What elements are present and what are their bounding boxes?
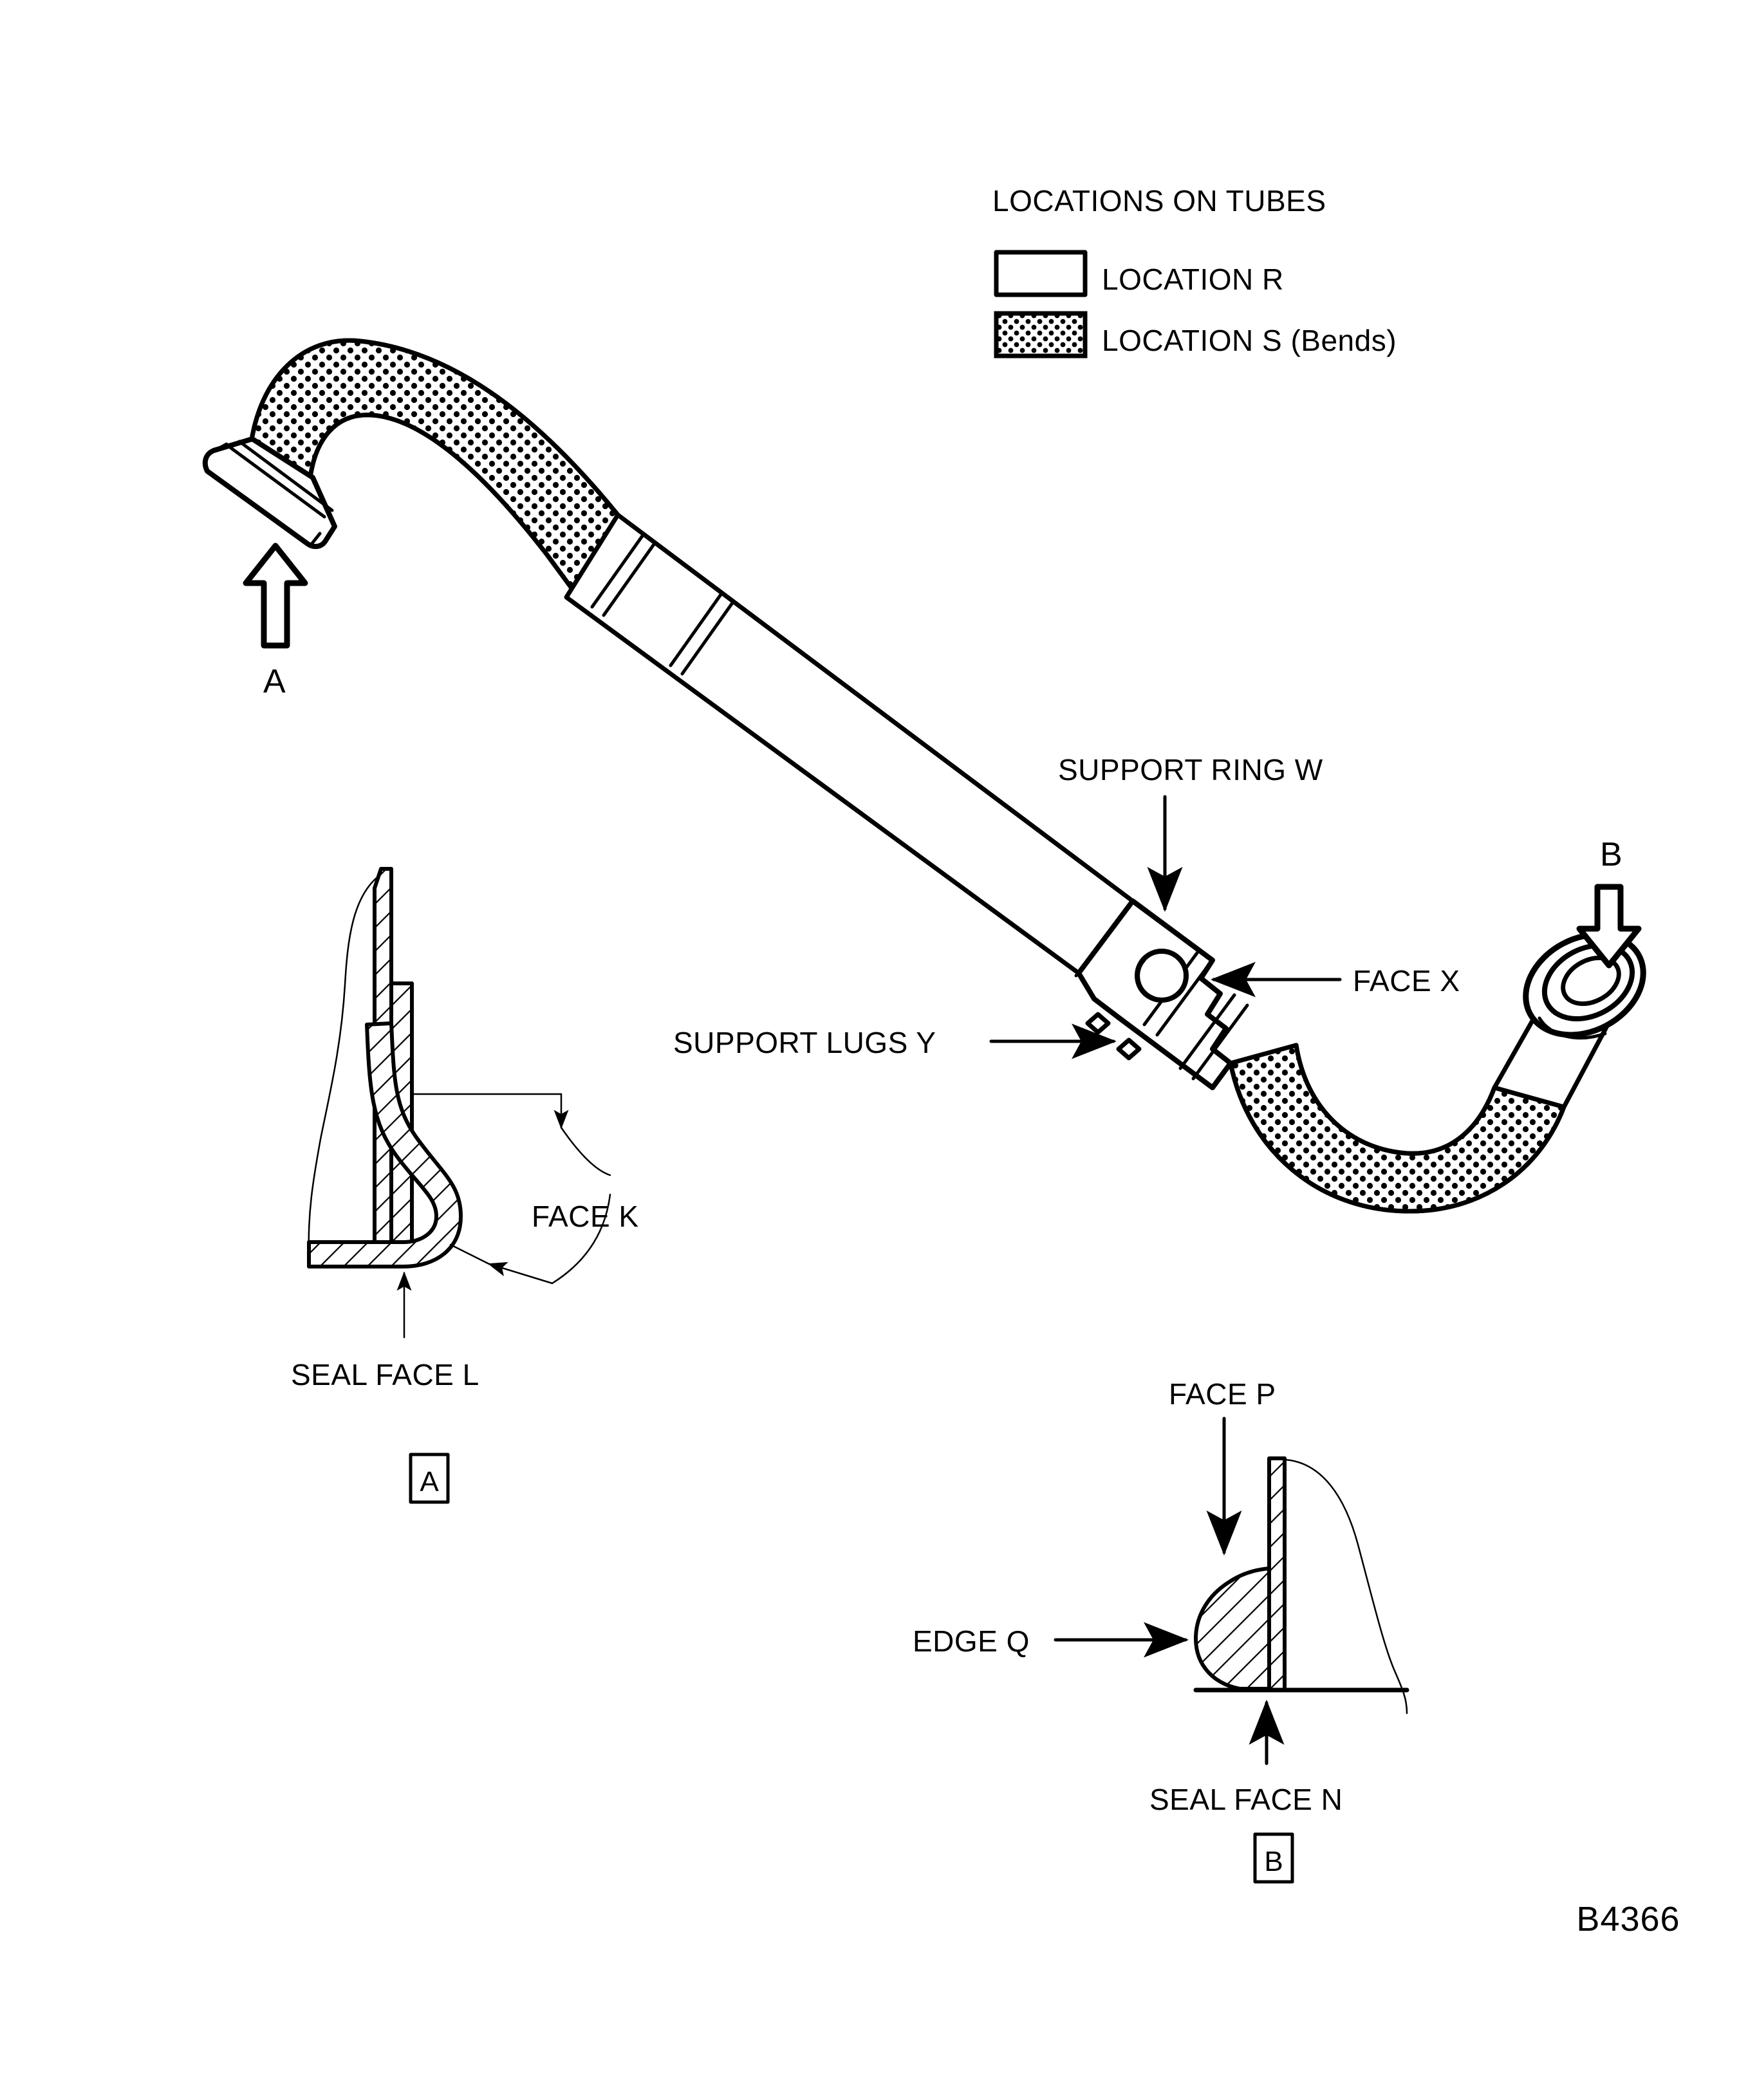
callout-label-seal-face-l: SEAL FACE L — [291, 1358, 479, 1391]
tube-straight-run — [564, 512, 1135, 976]
coupling-groove-2 — [1155, 960, 1213, 1037]
left-flange-rib-1 — [227, 445, 326, 519]
view-arrow-a-letter: A — [263, 663, 286, 700]
left-flange-end-lip — [308, 532, 322, 548]
detail-view-b: FACE P EDGE Q SEAL FACE N B — [913, 1377, 1409, 1884]
lower-bend-outer-edge — [1228, 1061, 1566, 1214]
callout-seal-face-l: SEAL FACE L — [291, 1271, 479, 1391]
detail-tag-b: B — [1253, 1832, 1294, 1884]
detail-b-stem-section — [1267, 1456, 1287, 1692]
view-arrow-b-glyph — [1576, 884, 1642, 969]
legend-swatch-location-s — [994, 311, 1088, 358]
view-arrow-a: A — [243, 543, 308, 700]
legend-row-location-s: LOCATION S (Bends) — [994, 311, 1397, 358]
upper-bend-inner-edge — [308, 413, 582, 601]
support-lug-y-lower — [1116, 1037, 1142, 1061]
detail-tag-b-box — [1253, 1832, 1294, 1884]
callout-label-support-lugs-y: SUPPORT LUGS Y — [673, 1026, 936, 1059]
detail-a-s-curve-wall — [307, 1021, 463, 1268]
callout-label-face-p: FACE P — [1169, 1377, 1276, 1411]
face-k-leader-upper — [560, 1126, 611, 1176]
detail-b-break-line — [1283, 1458, 1408, 1714]
callout-face-x: FACE X — [1211, 962, 1460, 998]
view-arrow-b-letter: B — [1600, 836, 1622, 873]
face-k-leader-lower-arrow — [487, 1262, 553, 1285]
detail-tag-a-letter: A — [420, 1466, 439, 1498]
callout-label-face-k: FACE K — [532, 1200, 639, 1233]
left-flange-lip — [213, 442, 228, 452]
legend-row-location-r: LOCATION R — [994, 250, 1284, 297]
legend-block: LOCATIONS ON TUBES LOCATION R LOCATION S… — [992, 184, 1397, 358]
detail-tag-a: A — [409, 1453, 450, 1504]
callout-label-face-x: FACE X — [1353, 964, 1460, 998]
left-flange-body — [202, 436, 337, 550]
face-x-boss-inner — [1137, 958, 1155, 999]
tube-sleeve-joint — [590, 532, 736, 676]
drawing-number: B4366 — [1576, 1900, 1680, 1938]
legend-title: LOCATIONS ON TUBES — [992, 184, 1326, 218]
view-arrow-a-glyph — [243, 543, 308, 649]
coupling-groove-3 — [1178, 993, 1236, 1070]
support-lug-y-upper — [1085, 1012, 1111, 1035]
upper-bend-outer-edge — [248, 338, 653, 562]
legend-label-location-r: LOCATION R — [1102, 263, 1284, 296]
detail-tag-b-letter: B — [1264, 1846, 1283, 1877]
view-arrow-b: B — [1576, 836, 1642, 969]
detail-b-bead-section — [1194, 1458, 1285, 1691]
callout-support-lugs-y: SUPPORT LUGS Y — [673, 1023, 1117, 1059]
lug-connector-line — [1077, 971, 1096, 1001]
callout-label-seal-face-n: SEAL FACE N — [1149, 1783, 1343, 1816]
face-k-leader-lower-tail — [449, 1243, 490, 1265]
callout-face-p: FACE P — [1169, 1377, 1276, 1556]
detail-view-a: FACE K SEAL FACE L A — [291, 867, 639, 1504]
callout-edge-q: EDGE Q — [913, 1622, 1189, 1658]
coupling-groove-4 — [1191, 1003, 1249, 1081]
callout-seal-face-n: SEAL FACE N — [1149, 1700, 1343, 1816]
left-flange-rib-2 — [237, 440, 334, 512]
detail-a-break-line — [308, 874, 381, 1256]
legend-swatch-location-r — [994, 250, 1088, 297]
face-k-leader-lower — [551, 1193, 611, 1285]
detail-tag-a-box — [409, 1453, 450, 1504]
callout-support-ring-w: SUPPORT RING W — [1058, 753, 1323, 912]
legend-label-location-s: LOCATION S (Bends) — [1102, 324, 1397, 357]
callout-label-edge-q: EDGE Q — [913, 1624, 1030, 1658]
main-tube-assembly: A B SUPPORT RING W FACE X SUPPORT LUGS Y — [202, 338, 1646, 1214]
callout-label-support-ring-w: SUPPORT RING W — [1058, 753, 1323, 786]
lower-bend-inner-edge — [1294, 1043, 1497, 1156]
